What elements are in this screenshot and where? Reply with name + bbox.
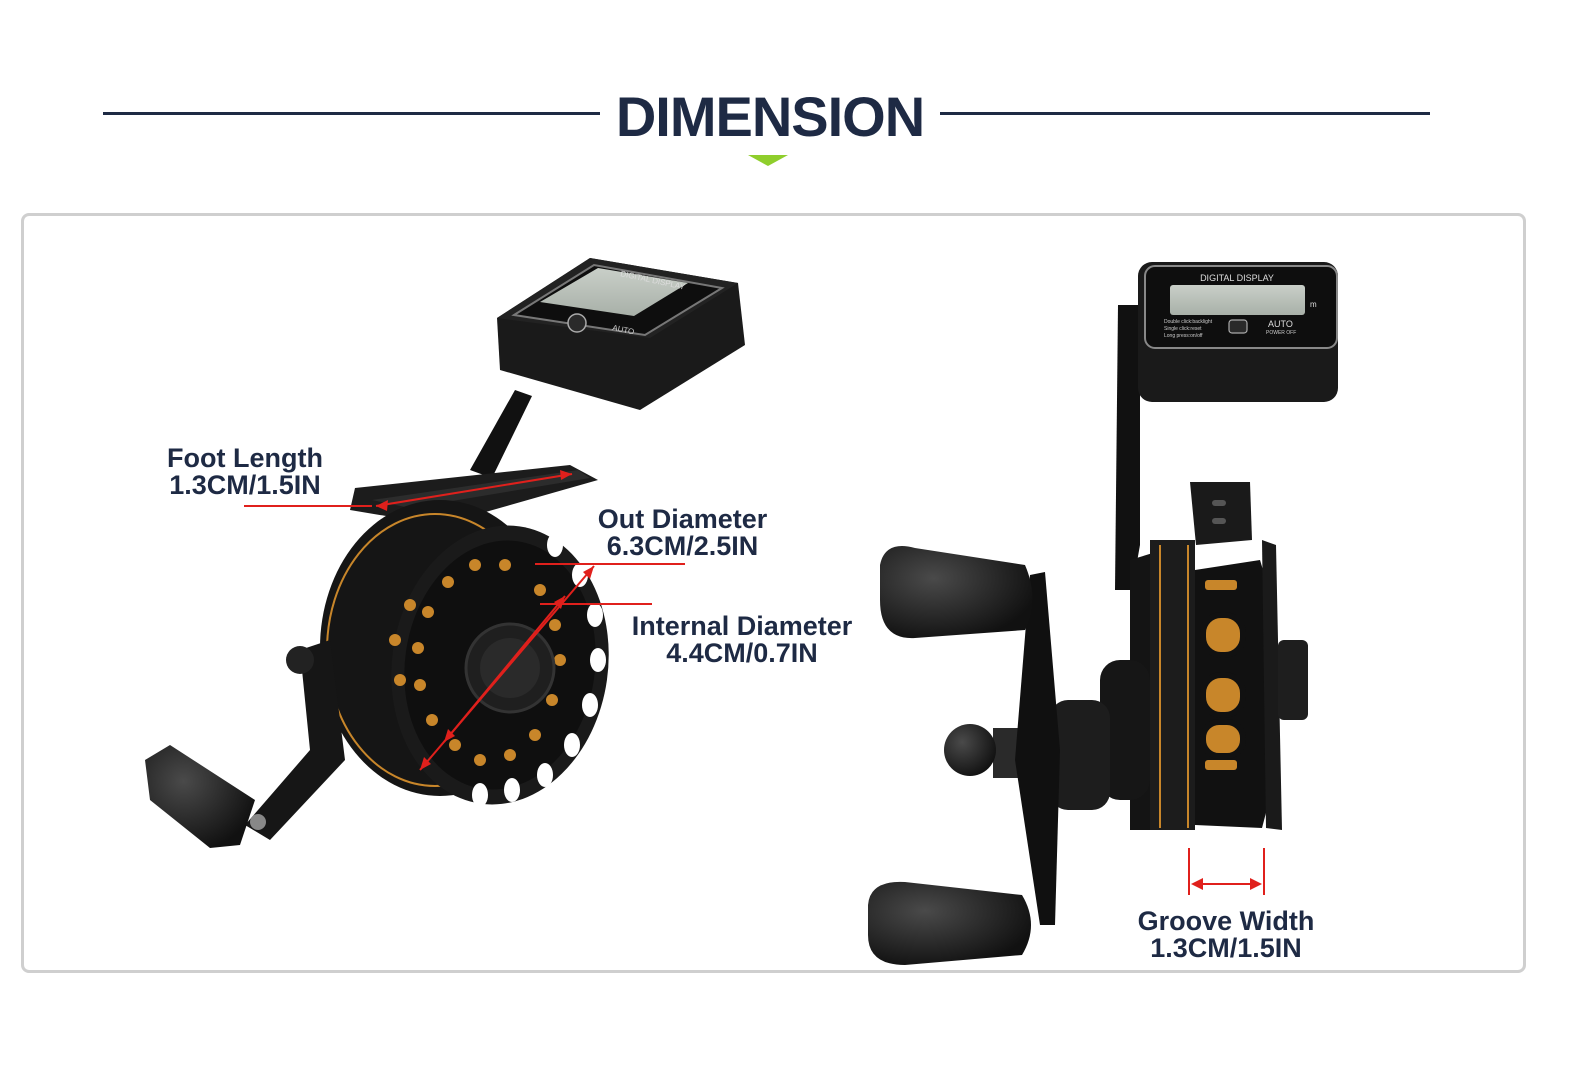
header-marker-icon	[748, 155, 788, 166]
groove-width-label: Groove Width 1.3CM/1.5IN	[1120, 908, 1332, 962]
right-display-instruction-1: Double click:backlight	[1164, 319, 1213, 325]
left-digital-display: DIGITAL DISPLAY AUTO	[497, 258, 745, 410]
foot-length-label: Foot Length 1.3CM/1.5IN	[150, 445, 340, 499]
right-handle-knob-top	[880, 546, 1033, 639]
left-handle-knob	[145, 745, 266, 848]
left-dimension-lines	[244, 473, 685, 771]
right-display-power: POWER OFF	[1266, 330, 1296, 336]
out-diameter-title: Out Diameter	[597, 504, 768, 534]
foot-length-title: Foot Length	[167, 443, 323, 473]
groove-width-title: Groove Width	[1137, 906, 1315, 936]
internal-diameter-title: Internal Diameter	[631, 611, 853, 641]
left-display-auto: AUTO	[612, 323, 635, 336]
right-display-title: DIGITAL DISPLAY	[1200, 273, 1274, 283]
right-display-instruction-3: Long press:on/off	[1164, 333, 1203, 339]
internal-diameter-label: Internal Diameter 4.4CM/0.7IN	[612, 613, 872, 667]
right-reel-image: DIGITAL DISPLAY m Double click:backlight…	[868, 262, 1338, 965]
out-diameter-value: 6.3CM/2.5IN	[606, 531, 759, 561]
left-reel-image: DIGITAL DISPLAY AUTO	[145, 258, 745, 848]
right-dimension-lines	[1188, 848, 1265, 895]
header-rule-right	[940, 112, 1430, 115]
internal-diameter-value: 4.4CM/0.7IN	[666, 638, 818, 668]
groove-width-value: 1.3CM/1.5IN	[1150, 933, 1302, 963]
header-rule-left	[103, 112, 600, 115]
foot-length-value: 1.3CM/1.5IN	[169, 470, 321, 500]
right-display-auto: AUTO	[1268, 319, 1293, 329]
right-display-instruction-2: Single click:reset	[1164, 326, 1202, 332]
right-digital-display: DIGITAL DISPLAY m Double click:backlight…	[1138, 262, 1338, 402]
right-handle-knob-bottom	[868, 881, 1031, 965]
right-display-unit: m	[1310, 300, 1317, 309]
page-title: DIMENSION	[615, 85, 925, 148]
out-diameter-label: Out Diameter 6.3CM/2.5IN	[575, 506, 790, 560]
